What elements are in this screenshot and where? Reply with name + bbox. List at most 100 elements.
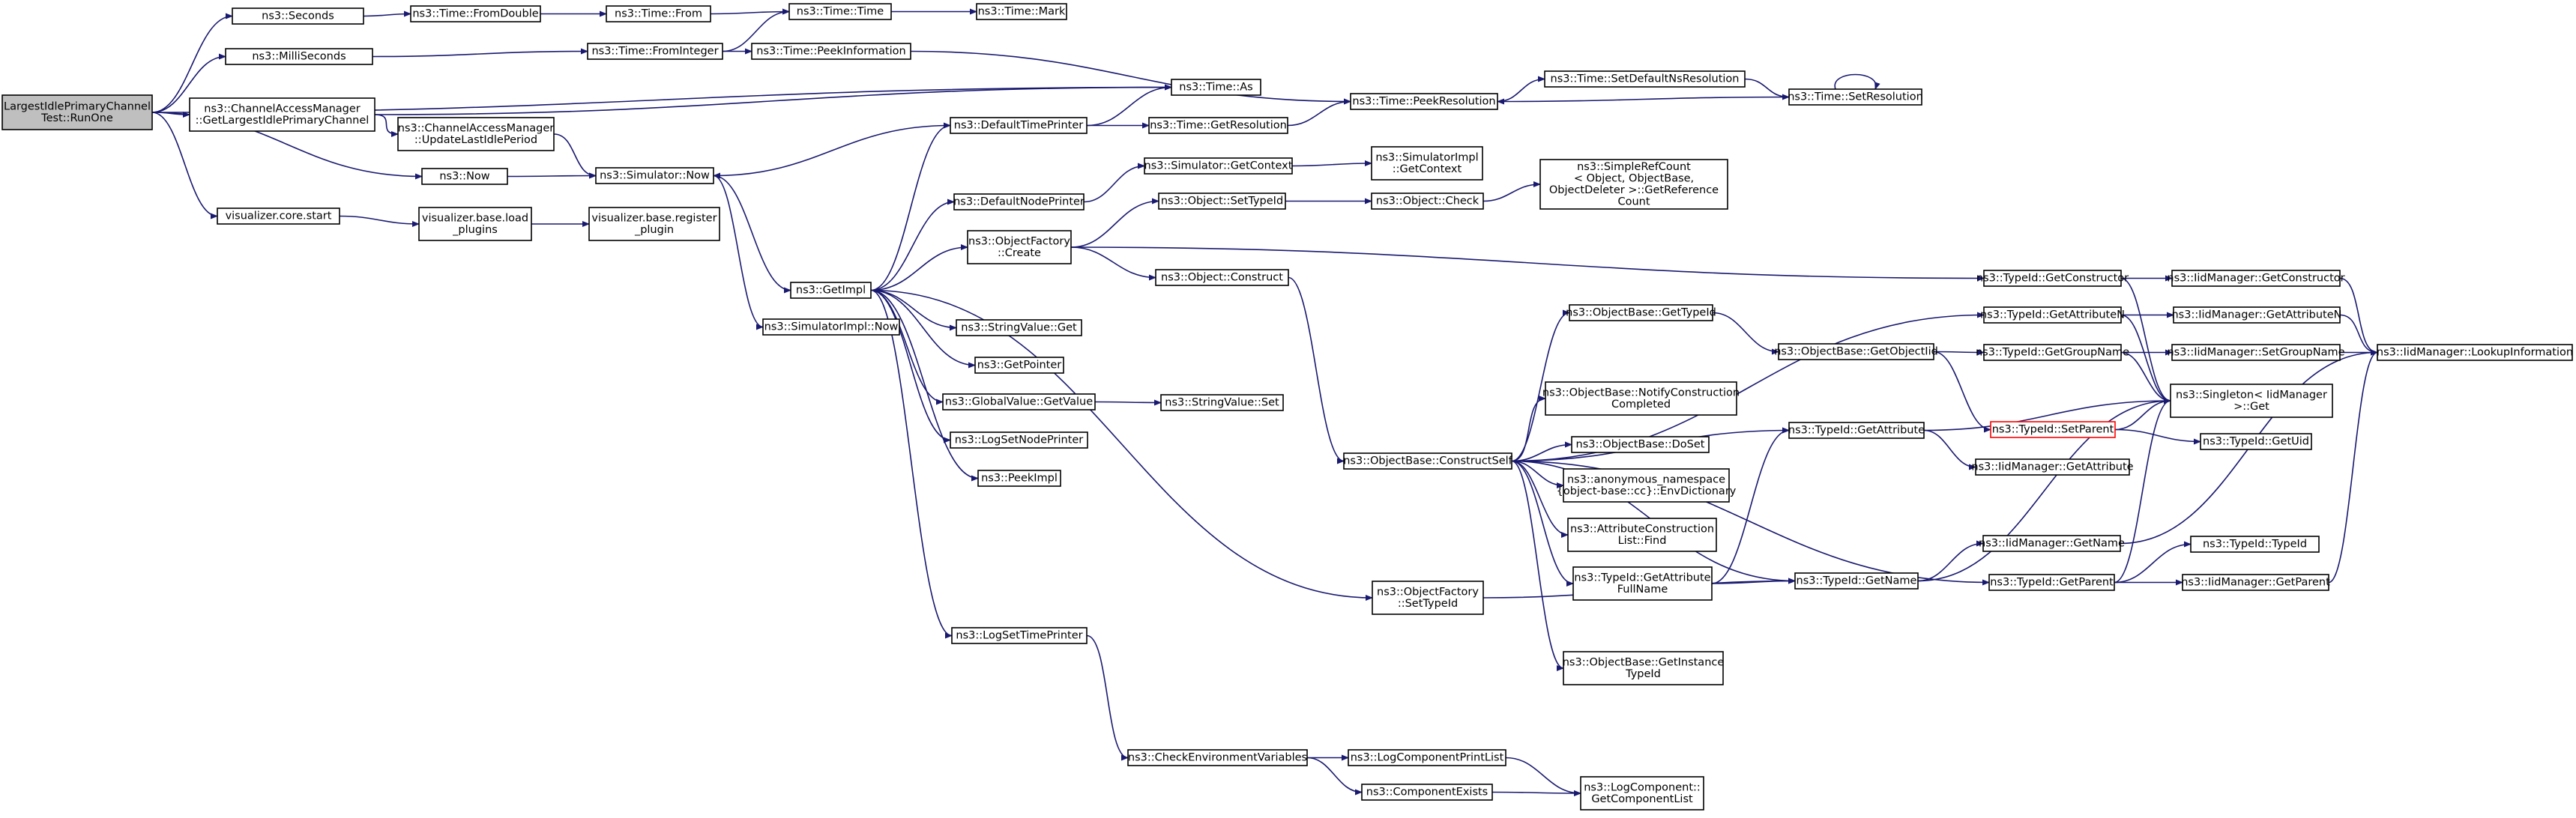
edge-line bbox=[870, 289, 1373, 601]
node-peekimpl[interactable]: ns3::PeekImpl bbox=[977, 470, 1061, 487]
node-logsetnodeprinter[interactable]: ns3::LogSetNodePrinter bbox=[950, 431, 1088, 449]
node-typeid-setparent[interactable]: ns3::TypeId::SetParent bbox=[1990, 421, 2116, 438]
node-getpointer[interactable]: ns3::GetPointer bbox=[974, 357, 1064, 374]
edge-getimpl-to-objectfactory_create bbox=[870, 244, 968, 291]
edge-line bbox=[870, 289, 944, 405]
edge-line bbox=[374, 84, 1172, 115]
node-label: ns3::LogComponent:: bbox=[1584, 781, 1701, 793]
node-typeid-getattribute[interactable]: ns3::TypeId::GetAttribute bbox=[1788, 422, 1925, 439]
node-time-setdefaultns[interactable]: ns3::Time::SetDefaultNsResolution bbox=[1544, 70, 1746, 88]
node-time-frominteger[interactable]: ns3::Time::FromInteger bbox=[587, 43, 723, 60]
node-time-from[interactable]: ns3::Time::From bbox=[606, 5, 711, 22]
node-stringvalue-get[interactable]: ns3::StringValue::Get bbox=[956, 319, 1082, 336]
node-objectbase-gettypeid[interactable]: ns3::ObjectBase::GetTypeId bbox=[1566, 304, 1716, 321]
node-time-peekinfo[interactable]: ns3::Time::PeekInformation bbox=[751, 43, 911, 60]
edge-typeid_getparent-to-singleton_get bbox=[2114, 398, 2171, 584]
node-componentexists[interactable]: ns3::ComponentExists bbox=[1361, 784, 1493, 801]
node-logsettimeprinter[interactable]: ns3::LogSetTimePrinter bbox=[951, 627, 1088, 644]
node-iidmanager-setgroupname[interactable]: ns3::IidManager::SetGroupName bbox=[2167, 344, 2345, 361]
node-box bbox=[1572, 566, 1713, 601]
node-stringvalue-set[interactable]: ns3::StringValue::Set bbox=[1160, 394, 1284, 411]
node-label: ::GetLargestIdlePrimaryChannel bbox=[196, 115, 369, 127]
node-viz-load-plugins[interactable]: visualizer.base.load_plugins bbox=[418, 207, 532, 241]
node-default-time-printer[interactable]: ns3::DefaultTimePrinter bbox=[950, 117, 1088, 134]
node-envdictionary[interactable]: ns3::anonymous_namespace{object-base::cc… bbox=[1557, 468, 1737, 503]
edge-objectbase_constructself-to-objectbase_gettypeid bbox=[1511, 309, 1570, 462]
node-default-node-printer[interactable]: ns3::DefaultNodePrinter bbox=[953, 193, 1085, 210]
node-iidmanager-getattributen[interactable]: ns3::IidManager::GetAttributeN bbox=[2171, 306, 2342, 324]
node-box bbox=[1544, 70, 1746, 88]
node-objectbase-doset[interactable]: ns3::ObjectBase::DoSet bbox=[1571, 436, 1710, 453]
node-iidmanager-getname[interactable]: ns3::IidManager::GetName bbox=[1979, 535, 2125, 552]
node-label: ns3::LogSetNodePrinter bbox=[955, 434, 1084, 446]
node-logcomponent-getlist[interactable]: ns3::LogComponent::GetComponentList bbox=[1580, 776, 1704, 811]
node-time-getresolution[interactable]: ns3::Time::GetResolution bbox=[1148, 117, 1288, 134]
node-viz-core-start[interactable]: visualizer.core.start bbox=[217, 207, 340, 225]
node-objectbase-constructself[interactable]: ns3::ObjectBase::ConstructSelf bbox=[1343, 452, 1513, 470]
edge-line bbox=[1917, 540, 1984, 582]
edge-line bbox=[1497, 96, 1790, 105]
node-sim-now[interactable]: ns3::Simulator::Now bbox=[595, 167, 714, 184]
node-getimpl[interactable]: ns3::GetImpl bbox=[790, 282, 872, 299]
node-typeid-getuid[interactable]: ns3::TypeId::GetUid bbox=[2200, 433, 2312, 450]
node-singleton-get[interactable]: ns3::Singleton< IidManager>::Get bbox=[2170, 384, 2333, 418]
node-box bbox=[1794, 572, 1919, 590]
node-object-construct[interactable]: ns3::Object::Construct bbox=[1155, 269, 1289, 286]
node-globalvalue-getvalue[interactable]: ns3::GlobalValue::GetValue bbox=[942, 393, 1096, 410]
node-cam-update[interactable]: ns3::ChannelAccessManager::UpdateLastIdl… bbox=[397, 117, 555, 151]
node-checkenvvars[interactable]: ns3::CheckEnvironmentVariables bbox=[1127, 749, 1308, 766]
node-box bbox=[1788, 88, 1922, 106]
node-object-check[interactable]: ns3::Object::Check bbox=[1371, 193, 1484, 210]
node-time-setresolution[interactable]: ns3::Time::SetResolution bbox=[1788, 88, 1923, 106]
node-typeid-getparent[interactable]: ns3::TypeId::GetParent bbox=[1988, 574, 2115, 591]
node-typeid-getname[interactable]: ns3::TypeId::GetName bbox=[1794, 572, 1919, 590]
node-typeid-typeid[interactable]: ns3::TypeId::TypeId bbox=[2190, 536, 2320, 553]
node-iidmanager-getconstructor[interactable]: ns3::IidManager::GetConstructor bbox=[2167, 270, 2345, 287]
node-typeid-getgroupname[interactable]: ns3::TypeId::GetGroupName bbox=[1976, 344, 2129, 361]
edge-line bbox=[1070, 198, 1159, 248]
node-label: GetComponentList bbox=[1591, 793, 1693, 805]
node-typeid-getconstructor[interactable]: ns3::TypeId::GetConstructor bbox=[1976, 270, 2129, 287]
node-logcomponentprintlist[interactable]: ns3::LogComponentPrintList bbox=[1348, 749, 1506, 766]
node-time-as[interactable]: ns3::Time::As bbox=[1171, 79, 1261, 96]
node-simimpl-now[interactable]: ns3::SimulatorImpl::Now bbox=[762, 318, 900, 336]
node-sim-getcontext[interactable]: ns3::Simulator::GetContext bbox=[1144, 157, 1293, 175]
node-time-fromdouble[interactable]: ns3::Time::FromDouble bbox=[410, 5, 541, 22]
node-label: ::GetContext bbox=[1393, 163, 1462, 175]
node-now[interactable]: ns3::Now bbox=[421, 168, 508, 185]
node-viz-register-plugin[interactable]: visualizer.base.register_plugin bbox=[588, 207, 720, 241]
node-label: ns3::ObjectBase::GetTypeId bbox=[1566, 307, 1716, 319]
node-typeid-getattributen[interactable]: ns3::TypeId::GetAttributeN bbox=[1980, 306, 2125, 324]
node-time-peekresolution[interactable]: ns3::Time::PeekResolution bbox=[1350, 93, 1498, 110]
edge-typeid_getattributen-to-singleton_get bbox=[2120, 314, 2171, 404]
node-objectfactory-create[interactable]: ns3::ObjectFactory::Create bbox=[967, 230, 1072, 264]
edge-line bbox=[151, 53, 226, 113]
node-label: ns3::anonymous_namespace bbox=[1567, 473, 1725, 485]
node-iidmanager-getparent[interactable]: ns3::IidManager::GetParent bbox=[2181, 574, 2330, 591]
node-label: ns3::TypeId::GetAttributeN bbox=[1980, 309, 2125, 321]
node-box bbox=[1983, 344, 2122, 361]
edge-line bbox=[372, 48, 588, 58]
node-label: ns3::LogSetTimePrinter bbox=[956, 630, 1082, 642]
edge-line bbox=[713, 175, 791, 294]
node-object-settypeid[interactable]: ns3::Object::SetTypeId bbox=[1158, 193, 1286, 210]
node-objectfactory-settypeid[interactable]: ns3::ObjectFactory::SetTypeId bbox=[1372, 581, 1484, 615]
node-milliseconds[interactable]: ns3::MilliSeconds bbox=[225, 48, 373, 65]
node-simplerefcount[interactable]: ns3::SimpleRefCount< Object, ObjectBase,… bbox=[1539, 159, 1728, 210]
node-simimpl-getcontext[interactable]: ns3::SimulatorImpl::GetContext bbox=[1371, 146, 1483, 181]
node-cam-getlargest[interactable]: ns3::ChannelAccessManager::GetLargestIdl… bbox=[189, 97, 375, 132]
node-time-time[interactable]: ns3::Time::Time bbox=[788, 3, 892, 20]
node-label: ns3::DefaultTimePrinter bbox=[954, 120, 1083, 132]
node-iidmanager-lookupinfo[interactable]: ns3::IidManager::LookupInformation bbox=[2377, 344, 2573, 361]
node-label: _plugin bbox=[634, 224, 674, 236]
node-objectbase-notify[interactable]: ns3::ObjectBase::NotifyConstructionCompl… bbox=[1542, 381, 1740, 416]
node-box bbox=[1144, 157, 1293, 175]
node-seconds[interactable]: ns3::Seconds bbox=[232, 7, 364, 25]
node-objectbase-getobjectiid[interactable]: ns3::ObjectBase::GetObjectIid bbox=[1774, 343, 1938, 360]
node-time-mark[interactable]: ns3::Time::Mark bbox=[976, 3, 1067, 20]
node-iidmanager-getattribute[interactable]: ns3::IidManager::GetAttribute bbox=[1971, 458, 2134, 476]
